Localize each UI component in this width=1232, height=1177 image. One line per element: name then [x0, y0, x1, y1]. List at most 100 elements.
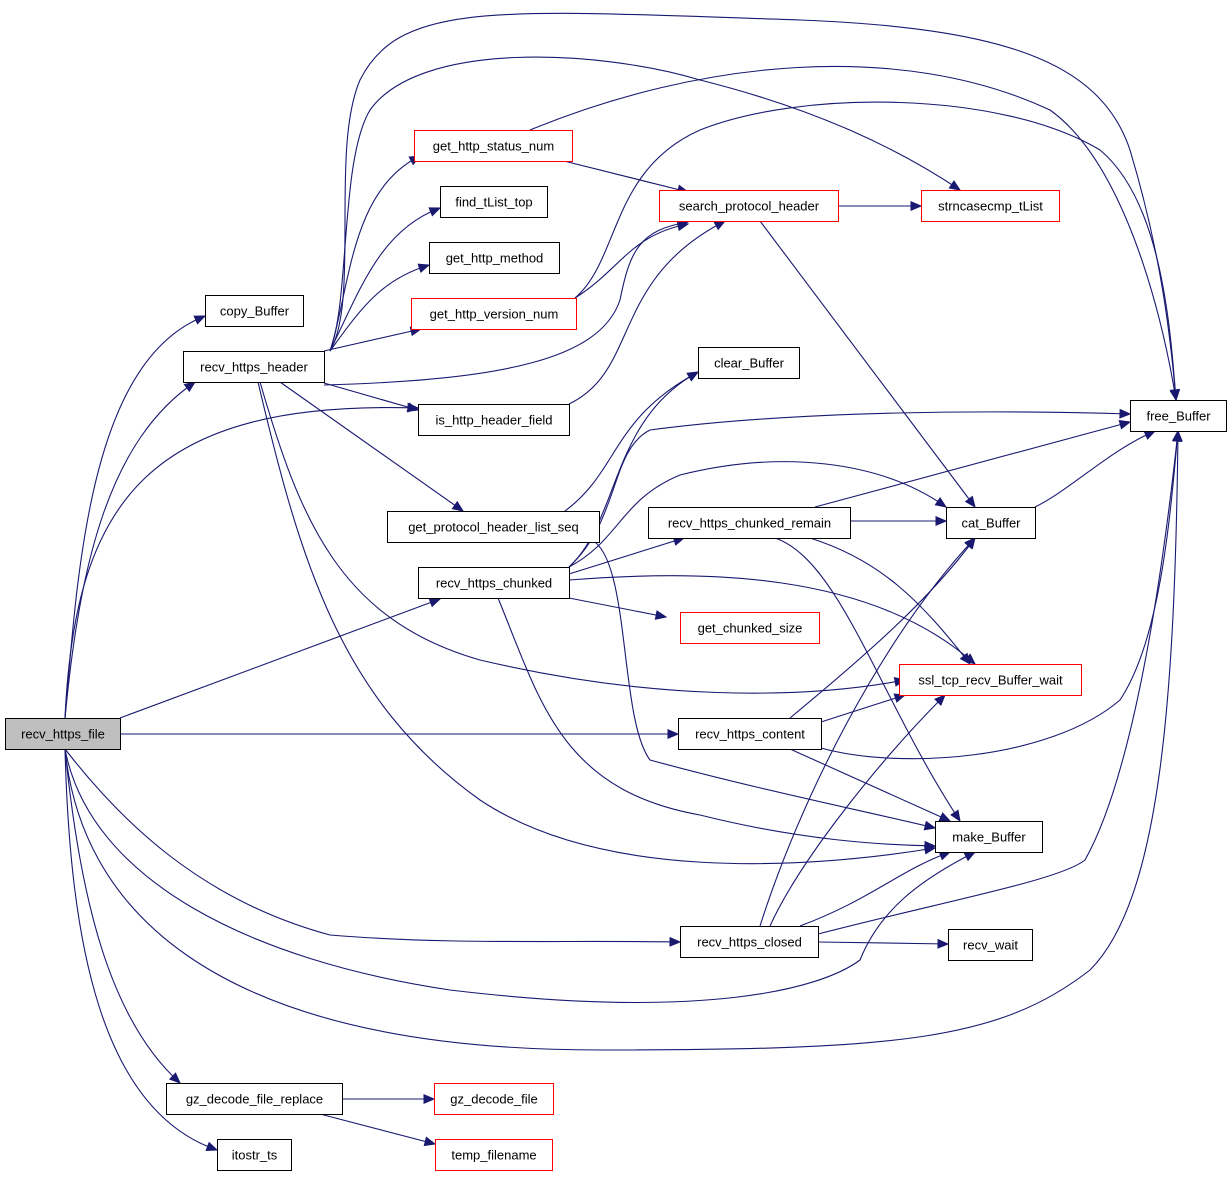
edge-line — [319, 1113, 436, 1145]
edge-recv_https_header-to-strncasecmp_tList — [329, 56, 962, 352]
node-recv-https-content[interactable]: recv_https_content — [678, 718, 822, 750]
edge-gz_decode_file_replace-to-gz_decode_file — [342, 1094, 436, 1104]
arrowhead-icon — [423, 1094, 436, 1104]
edge-line — [64, 430, 1179, 1051]
arrowhead-icon — [934, 496, 948, 508]
edge-line — [329, 12, 1177, 401]
edge-get_protocol_header_list_seq-to-clear_Buffer — [564, 371, 700, 512]
node-box — [680, 612, 820, 644]
arrowhead-icon — [950, 809, 961, 823]
node-label: recv_https_header — [200, 360, 308, 375]
edge-line — [568, 537, 685, 575]
node-box — [899, 664, 1082, 696]
edge-line — [568, 371, 699, 568]
node-make-Buffer[interactable]: make_Buffer — [935, 821, 1043, 853]
node-label: get_http_version_num — [430, 307, 559, 322]
arrowhead-icon — [1119, 408, 1132, 419]
arrowhead-icon — [1170, 389, 1181, 402]
arrowhead-icon — [667, 729, 680, 739]
arrowhead-icon — [934, 694, 946, 706]
edge-recv_https_chunked-to-make_Buffer — [497, 597, 937, 851]
edge-line — [574, 223, 689, 299]
arrowhead-icon — [910, 201, 923, 211]
node-gz-decode-file-replace[interactable]: gz_decode_file_replace — [166, 1083, 343, 1115]
node-box — [205, 295, 304, 327]
edge-line — [799, 851, 951, 927]
node-box — [418, 404, 570, 436]
edge-recv_https_chunked_remain-to-make_Buffer — [774, 537, 961, 823]
edge-line — [529, 65, 1177, 401]
node-recv-https-header[interactable]: recv_https_header — [183, 351, 325, 383]
node-box — [946, 507, 1036, 539]
edge-line — [820, 694, 906, 723]
node-label: recv_https_chunked_remain — [668, 516, 831, 531]
node-label: find_tList_top — [455, 195, 532, 210]
node-box — [678, 718, 822, 750]
node-get-protocol-header-list-seq[interactable]: get_protocol_header_list_seq — [387, 511, 600, 543]
edge-line — [323, 382, 419, 411]
edge-recv_https_file-to-is_http_header_field — [64, 402, 420, 719]
arrowhead-icon — [669, 936, 682, 947]
edge-recv_https_closed-to-ssl_tcp_recv_Buffer_wait — [769, 694, 946, 927]
node-recv-wait[interactable]: recv_wait — [948, 929, 1033, 961]
edge-line — [759, 220, 976, 508]
edge-line — [568, 411, 1131, 568]
node-box — [948, 929, 1033, 961]
node-strncasecmp-tList[interactable]: strncasecmp_tList — [921, 190, 1060, 222]
arrowhead-icon — [959, 652, 971, 666]
node-box — [698, 347, 800, 379]
edge-recv_https_content-to-free_Buffer — [820, 429, 1182, 760]
edge-recv_https_chunked_remain-to-free_Buffer — [814, 419, 1132, 508]
edge-search_protocol_header-to-cat_Buffer — [759, 220, 976, 509]
node-get-http-status-num[interactable]: get_http_status_num — [414, 130, 573, 162]
edge-recv_https_content-to-ssl_tcp_recv_Buffer_wait — [820, 693, 907, 723]
node-box — [921, 190, 1060, 222]
edge-line — [329, 207, 441, 352]
edge-recv_https_closed-to-free_Buffer — [817, 429, 1182, 935]
node-gz-decode-file[interactable]: gz_decode_file — [434, 1083, 554, 1115]
node-temp-filename[interactable]: temp_filename — [435, 1139, 553, 1171]
arrowhead-icon — [428, 598, 442, 608]
edge-line — [817, 430, 1179, 935]
arrowhead-icon — [1118, 419, 1132, 430]
node-get-chunked-size[interactable]: get_chunked_size — [680, 612, 820, 644]
edge-recv_https_file-to-gz_decode_file_replace — [64, 748, 181, 1084]
edge-recv_https_chunked-to-get_chunked_size — [568, 597, 668, 620]
node-find-tList-top[interactable]: find_tList_top — [440, 186, 548, 218]
arrowhead-icon — [963, 851, 977, 862]
node-get-http-method[interactable]: get_http_method — [429, 242, 560, 274]
node-label: gz_decode_file_replace — [186, 1092, 323, 1107]
edge-line — [789, 537, 976, 719]
node-recv-https-chunked[interactable]: recv_https_chunked — [418, 567, 570, 599]
node-itostr-ts[interactable]: itostr_ts — [217, 1139, 292, 1171]
edge-recv_https_header-to-is_http_header_field — [323, 382, 420, 412]
node-recv-https-file[interactable]: recv_https_file — [5, 718, 121, 750]
edge-recv_https_chunked-to-clear_Buffer — [568, 371, 700, 568]
node-recv-https-closed[interactable]: recv_https_closed — [680, 926, 819, 958]
arrowhead-icon — [417, 263, 431, 274]
node-clear-Buffer[interactable]: clear_Buffer — [698, 347, 800, 379]
node-ssl-tcp-recv-Buffer-wait[interactable]: ssl_tcp_recv_Buffer_wait — [899, 664, 1082, 696]
arrowhead-icon — [964, 495, 976, 509]
node-get-http-version-num[interactable]: get_http_version_num — [411, 298, 577, 330]
edge-line — [323, 328, 422, 352]
node-label: recv_https_chunked — [436, 576, 552, 591]
edge-get_http_status_num-to-search_protocol_header — [559, 159, 690, 195]
edge-line — [759, 537, 976, 927]
edge-line — [774, 537, 961, 822]
node-label: get_chunked_size — [698, 621, 803, 636]
node-recv-https-chunked-remain[interactable]: recv_https_chunked_remain — [648, 507, 851, 539]
edge-line — [64, 381, 196, 719]
node-cat-Buffer[interactable]: cat_Buffer — [946, 507, 1036, 539]
node-is-http-header-field[interactable]: is_http_header_field — [418, 404, 570, 436]
node-copy-Buffer[interactable]: copy_Buffer — [205, 295, 304, 327]
node-label: is_http_header_field — [435, 413, 552, 428]
node-free-Buffer[interactable]: free_Buffer — [1130, 400, 1227, 432]
node-search-protocol-header[interactable]: search_protocol_header — [659, 190, 839, 222]
node-box — [434, 1083, 554, 1115]
arrowhead-icon — [1171, 429, 1182, 442]
arrowhead-icon — [406, 402, 420, 412]
edge-get_http_status_num-to-free_Buffer — [529, 65, 1180, 402]
edges-layer — [64, 12, 1183, 1151]
node-label: recv_https_file — [21, 727, 105, 742]
